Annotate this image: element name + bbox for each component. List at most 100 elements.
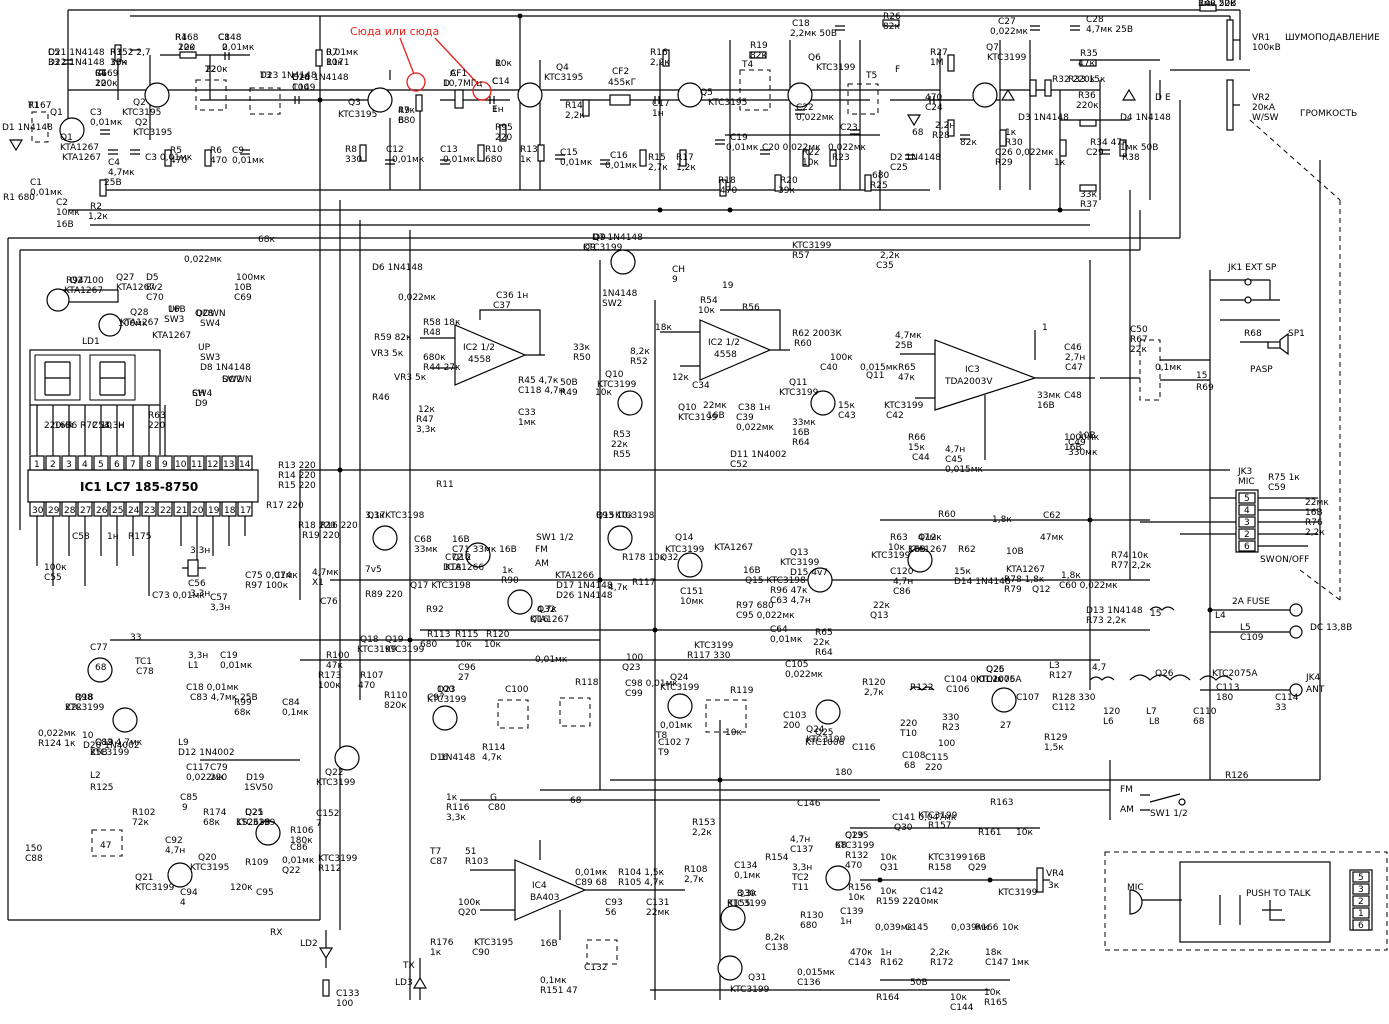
svg-text:5: 5 (98, 460, 104, 470)
component-label: R95 (495, 123, 513, 133)
component-label: 1к (446, 793, 458, 803)
component-label: D4 1N4148 (1120, 113, 1171, 123)
component-label: SW2 (602, 299, 622, 309)
svg-text:Q11: Q11 (789, 378, 808, 388)
svg-text:14: 14 (239, 460, 251, 470)
component-label: R115 (455, 630, 478, 640)
component-label: Q31 (880, 863, 899, 873)
component-label: 100к (95, 79, 118, 89)
component-label: 2 (222, 43, 228, 53)
component-label: R57 (792, 251, 810, 261)
component-label: C48 (1064, 391, 1082, 401)
component-label: Q21 (135, 873, 154, 883)
component-label: C55 (44, 573, 62, 583)
svg-text:SW1 1/2: SW1 1/2 (1150, 809, 1188, 819)
component-label: C97 (427, 693, 445, 703)
component-label: R159 220 (876, 897, 920, 907)
component-label: L6 (1103, 717, 1114, 727)
svg-text:KTC3199: KTC3199 (987, 53, 1027, 63)
component-label: R63 (890, 533, 908, 543)
component-label: C86 (290, 843, 308, 853)
q1-symbol (59, 117, 85, 143)
component-label: R114 (482, 743, 506, 753)
svg-text:KTC3199: KTC3199 (780, 558, 820, 568)
component-label: KTA1266 (555, 571, 594, 581)
component-label: 470 (845, 861, 862, 871)
svg-text:KTC3199: KTC3199 (427, 695, 467, 705)
svg-text:SP1: SP1 (1288, 329, 1305, 339)
component-label: D (1155, 93, 1162, 103)
component-label: 4,7мк (895, 331, 922, 341)
component-label: 0,1мк (282, 708, 309, 718)
component-label: T2 (204, 65, 216, 75)
component-label: 100к (830, 353, 853, 363)
svg-text:DC 13,8В: DC 13,8В (1310, 623, 1352, 633)
svg-text:24: 24 (128, 506, 140, 516)
q3-symbol (367, 87, 393, 113)
component-label: C88 (25, 854, 43, 864)
component-label: R173 (318, 671, 341, 681)
component-label: 27 (458, 673, 469, 683)
component-label: R (495, 59, 501, 69)
component-label: 0,01мк (560, 158, 593, 168)
component-label: 0,01мк (575, 868, 608, 878)
svg-text:29: 29 (48, 506, 60, 516)
component-label: 22мк (646, 908, 670, 918)
component-label: C19 (730, 133, 748, 143)
component-label: 455кГ (608, 78, 636, 88)
component-label: R10 (485, 145, 503, 155)
svg-text:KTC3199: KTC3199 (816, 63, 856, 73)
svg-text:KTC3195: KTC3195 (122, 108, 161, 118)
component-label: C52 (730, 460, 748, 470)
component-label: 0,022мк (796, 113, 835, 123)
component-label: 1н (652, 109, 664, 119)
component-label: R105 4,7к (618, 878, 665, 888)
component-label: 1 (1042, 323, 1048, 333)
component-label: KTC3195 (133, 128, 172, 138)
component-label: R117 (632, 578, 655, 588)
component-label: 33 (130, 633, 141, 643)
component-label: 1,8к (992, 515, 1012, 525)
component-label: R60 (794, 339, 812, 349)
component-label: 25В (895, 341, 913, 351)
component-label: 8,2к (630, 347, 650, 357)
svg-text:AM: AM (1120, 805, 1134, 815)
component-label: C29 (1086, 148, 1104, 158)
component-label: R153 (692, 818, 715, 828)
component-label: KTC3199 (998, 888, 1038, 898)
component-label: R128 330 (1052, 693, 1096, 703)
component-label: 10к (725, 728, 742, 738)
component-label: 47к (1078, 59, 1095, 69)
component-label: KTC1006 (976, 675, 1016, 685)
component-label: T1 (27, 101, 39, 111)
svg-text:Q26: Q26 (986, 665, 1005, 675)
component-label: 4,7мк 25В (1086, 25, 1133, 35)
component-label: 3,3к (446, 813, 466, 823)
svg-text:30: 30 (32, 506, 44, 516)
component-label: 0,1мк (1155, 363, 1182, 373)
component-label: R69 (1196, 383, 1214, 393)
component-label: 220к (1076, 101, 1099, 111)
component-label: C138 (765, 943, 789, 953)
component-label: UP (198, 343, 211, 353)
component-label: R28 (932, 131, 950, 141)
component-label: 2,7к (684, 875, 704, 885)
component-label: R125 (90, 783, 113, 793)
svg-text:Q2: Q2 (133, 98, 146, 108)
component-label: 33мк (414, 545, 438, 555)
component-label: C2 (56, 198, 68, 208)
svg-text:AM: AM (535, 559, 549, 569)
component-label: 82к (960, 138, 977, 148)
component-label: 16В (743, 566, 761, 576)
component-label: C152 (316, 809, 339, 819)
component-label: R48 (423, 328, 441, 338)
component-label: C4 (108, 158, 120, 168)
component-label: C56 (188, 579, 206, 589)
component-label: CH (672, 265, 685, 275)
component-label: 4,7н (790, 835, 810, 845)
component-label: 33 (1275, 703, 1286, 713)
component-label: 3,3к (737, 889, 757, 899)
component-label: D1 1N4148 (2, 123, 53, 133)
component-label: R33 15к (1068, 75, 1106, 85)
component-label: R17 220 (266, 501, 304, 511)
